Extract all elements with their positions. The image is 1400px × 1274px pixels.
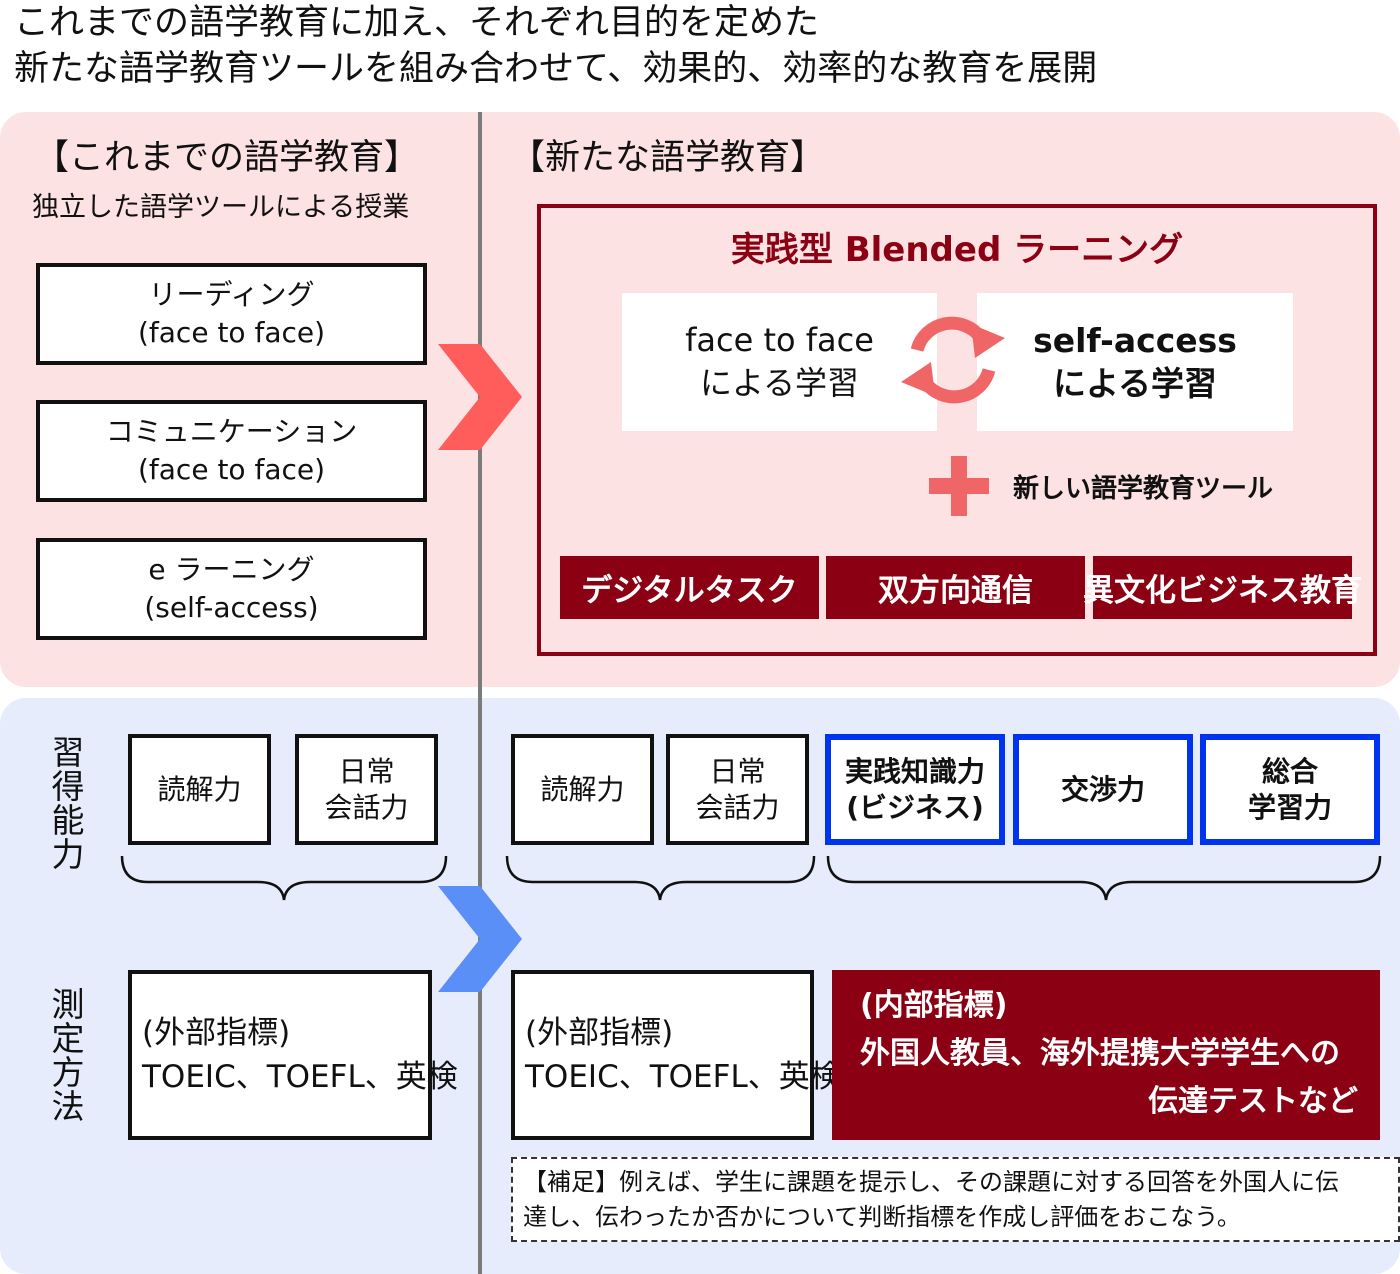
- new-skill-comprehensive-learning: 総合 学習力: [1200, 734, 1380, 845]
- tool-reading: リーディング (face to face): [36, 263, 427, 365]
- row-label-char: 能: [51, 801, 85, 840]
- face-to-face-box: face to face による学習: [622, 293, 937, 431]
- self-access-line-2: による学習: [1052, 364, 1217, 403]
- old-education-subheading: 独立した語学ツールによる授業: [32, 192, 410, 223]
- tool-mode: (face to face): [137, 316, 326, 349]
- row-label-char: 定: [51, 1019, 85, 1058]
- internal-measurement-box: (内部指標) 外国人教員、海外提携大学学生への 伝達テストなど: [832, 970, 1380, 1140]
- old-skill-daily-conversation: 日常 会話力: [295, 734, 438, 845]
- tool-communication: コミュニケーション (face to face): [36, 400, 427, 502]
- skill-line-2: 会話力: [324, 790, 409, 824]
- tool-name: リーディング: [148, 278, 315, 311]
- row-label-char: 方: [51, 1053, 85, 1092]
- self-access-box: self-access による学習: [977, 293, 1293, 431]
- skill-line-1: 交渉力: [1060, 772, 1145, 806]
- chevron-right-icon-blue: [438, 886, 522, 992]
- brace-old: [120, 855, 448, 901]
- brace-new-added: [826, 855, 1382, 901]
- tool-elearning: e ラーニング (self-access): [36, 538, 427, 640]
- new-skill-daily-conversation: 日常 会話力: [666, 734, 809, 845]
- row-label-measurement: 測 定 方 法: [48, 988, 88, 1124]
- tool-two-way-communication: 双方向通信: [826, 556, 1085, 619]
- skill-line-1: 日常: [338, 754, 395, 788]
- chevron-right-icon-red: [438, 344, 522, 450]
- title-line-2: 新たな語学教育ツールを組み合わせて、効果的、効率的な教育を展開: [14, 49, 1098, 89]
- internal-line-3: 伝達テストなど: [1148, 1084, 1358, 1119]
- tool-cross-cultural-business: 異文化ビジネス教育: [1083, 556, 1362, 619]
- supplementary-note: 【補足】例えば、学生に課題を提示し、その課題に対する回答を外国人に伝 達し、伝わ…: [511, 1157, 1400, 1242]
- measurement-line-2: TOEIC、TOEFL、英検: [142, 1059, 458, 1095]
- title-line-1: これまでの語学教育に加え、それぞれ目的を定めた: [14, 3, 820, 43]
- cycle-arrows-icon: [901, 316, 1005, 404]
- new-skill-negotiation: 交渉力: [1013, 734, 1193, 845]
- blended-learning-frame: [537, 204, 1377, 656]
- tool-mode: (self-access): [144, 591, 319, 624]
- row-label-skills: 習 得 能 力: [48, 736, 88, 872]
- row-label-char: 測: [51, 985, 85, 1024]
- skill-line-1: 日常: [709, 754, 766, 788]
- new-skill-reading: 読解力: [511, 734, 654, 845]
- new-education-heading: 【新たな語学教育】: [510, 138, 826, 178]
- new-skill-practical-knowledge: 実践知識力 (ビジネス): [825, 734, 1005, 845]
- measurement-line-1: (外部指標): [142, 1015, 291, 1051]
- skill-line-1: 総合: [1261, 754, 1318, 788]
- skill-line-1: 実践知識力: [844, 754, 985, 788]
- tool-digital-task: デジタルタスク: [560, 556, 819, 619]
- tool-name: e ラーニング: [148, 553, 315, 586]
- skill-line-1: 読解力: [540, 772, 625, 806]
- plus-icon: [929, 456, 989, 516]
- row-label-char: 習: [51, 733, 85, 772]
- new-tools-label: 新しい語学教育ツール: [1013, 474, 1274, 504]
- old-education-heading: 【これまでの語学教育】: [34, 138, 420, 178]
- tool-name: コミュニケーション: [105, 415, 358, 448]
- row-label-char: 法: [51, 1087, 85, 1126]
- self-access-line-1: self-access: [1033, 321, 1237, 360]
- internal-line-1: (内部指標): [860, 988, 1008, 1023]
- tool-mode: (face to face): [137, 453, 326, 486]
- measurement-line-1: (外部指標): [525, 1015, 674, 1051]
- face-to-face-line-2: による学習: [699, 364, 860, 402]
- new-measurement-box: (外部指標) TOEIC、TOEFL、英検: [511, 970, 841, 1140]
- skill-line-2: 会話力: [695, 790, 780, 824]
- row-label-char: 力: [51, 835, 85, 874]
- row-label-char: 得: [51, 767, 85, 806]
- internal-line-2: 外国人教員、海外提携大学学生への: [860, 1036, 1340, 1071]
- face-to-face-line-1: face to face: [685, 321, 874, 359]
- center-divider: [478, 112, 482, 1274]
- note-line-2: 達し、伝わったか否かについて判断指標を作成し評価をおこなう。: [523, 1203, 1241, 1231]
- skill-line-2: (ビジネス): [846, 790, 984, 824]
- note-line-1: 【補足】例えば、学生に課題を提示し、その課題に対する回答を外国人に伝: [523, 1168, 1339, 1196]
- old-skill-reading: 読解力: [128, 734, 271, 845]
- brace-new-basic: [505, 855, 816, 901]
- skill-line-1: 読解力: [157, 772, 242, 806]
- blended-learning-title: 実践型 Blended ラーニング: [730, 230, 1184, 270]
- old-measurement-box: (外部指標) TOEIC、TOEFL、英検: [128, 970, 458, 1140]
- skill-line-2: 学習力: [1247, 790, 1332, 824]
- measurement-line-2: TOEIC、TOEFL、英検: [525, 1059, 841, 1095]
